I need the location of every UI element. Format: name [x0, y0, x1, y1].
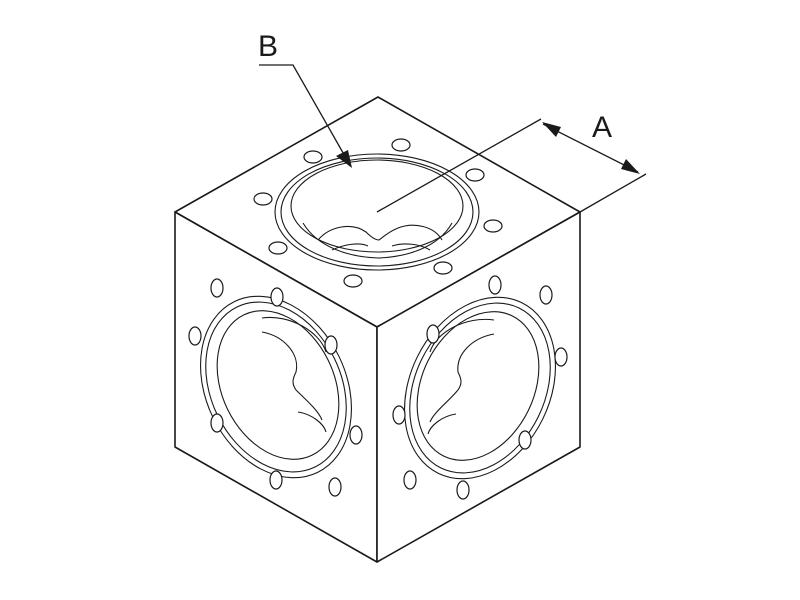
- bolt-hole-icon: [328, 477, 342, 497]
- dimension-a-line: [542, 123, 639, 173]
- bolt-hole-icon: [554, 347, 568, 367]
- top-port-cross-bore-floor: [331, 243, 369, 251]
- bolt-hole-icon: [343, 274, 363, 288]
- bolt-hole-icon: [456, 480, 470, 500]
- bolt-hole-icon: [210, 413, 224, 433]
- right-port-cross-bore: [429, 333, 495, 423]
- bolt-hole-icon: [303, 150, 323, 164]
- top-bolt-holes: [253, 138, 503, 288]
- right-flange-port-icon: [404, 296, 556, 480]
- callout-b-leader: [259, 64, 347, 159]
- cube-body: [174, 96, 581, 563]
- left-port-cross-bore: [261, 331, 323, 421]
- top-port-seal-ring: [280, 157, 474, 267]
- dimension-a-arrowhead-end: [621, 159, 640, 174]
- top-port-cross-bore-floor-2: [391, 243, 431, 251]
- left-bolt-holes: [188, 278, 363, 497]
- bolt-hole-icon: [253, 192, 273, 206]
- top-port-outer-ring: [274, 153, 480, 271]
- dimension-a: A: [376, 111, 647, 213]
- bolt-hole-icon: [268, 241, 288, 255]
- right-port-cross-bore-floor: [427, 413, 457, 435]
- callout-b-arrowhead: [336, 150, 352, 168]
- bolt-hole-icon: [426, 324, 440, 344]
- cube-right-face: [376, 211, 581, 563]
- bolt-hole-icon: [210, 278, 224, 298]
- bolt-hole-icon: [270, 287, 284, 307]
- bolt-hole-icon: [483, 219, 503, 233]
- bolt-hole-icon: [391, 138, 411, 152]
- bolt-hole-icon: [269, 470, 283, 490]
- bolt-hole-icon: [488, 275, 502, 295]
- right-port-outer-ring: [404, 296, 556, 480]
- left-port-cross-bore-floor: [297, 411, 327, 433]
- callout-b: B: [258, 30, 352, 168]
- left-port-bore-rim: [216, 310, 340, 460]
- bolt-hole-icon: [465, 168, 485, 182]
- bolt-hole-icon: [539, 285, 553, 305]
- bolt-hole-icon: [403, 470, 417, 490]
- top-port-inner-wall: [302, 222, 453, 259]
- right-port-bore-rim: [416, 311, 540, 461]
- dimension-a-extension-line: [579, 173, 647, 213]
- dimension-a-arrowhead-start: [542, 122, 561, 137]
- right-bolt-holes: [392, 275, 568, 500]
- bolt-hole-icon: [349, 425, 363, 445]
- top-port-cross-bore: [317, 224, 443, 241]
- bolt-hole-icon: [392, 405, 406, 425]
- dimension-a-center-line: [376, 118, 542, 213]
- bolt-hole-icon: [518, 430, 532, 450]
- bolt-hole-icon: [433, 261, 453, 275]
- top-port-bore-rim: [290, 159, 464, 253]
- top-flange-port-icon: [274, 153, 480, 271]
- dimension-a-label: A: [592, 111, 612, 144]
- right-port-seal-ring: [409, 302, 551, 474]
- right-port-inner-wall: [429, 318, 495, 353]
- left-port-inner-wall: [261, 316, 327, 353]
- bolt-hole-icon: [188, 326, 202, 346]
- callout-b-label: B: [258, 30, 278, 63]
- bolt-hole-icon: [324, 335, 338, 355]
